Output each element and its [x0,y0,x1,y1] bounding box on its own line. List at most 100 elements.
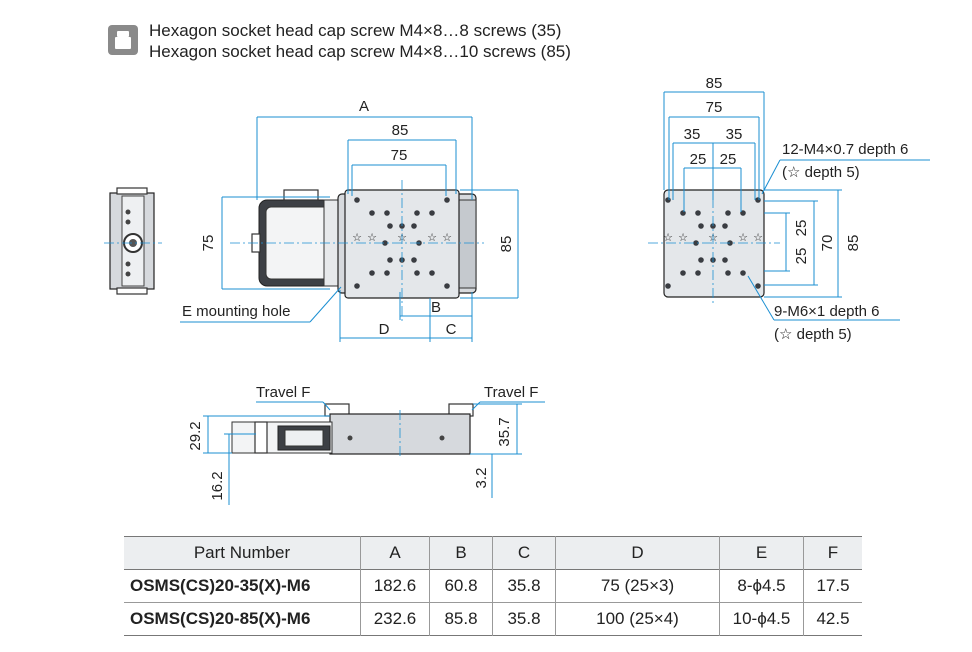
star-mark-icon: ☆ [678,232,688,244]
rv-dim-v70: 70 [819,235,836,252]
dim-29-2: 29.2 [187,421,204,450]
travel-left-label: Travel F [256,384,310,401]
dim-75-top: 75 [391,147,408,164]
tapped-hole [680,270,686,276]
star-mark-icon: ☆ [367,232,377,244]
tapped-hole [429,270,435,276]
right-view: ☆☆☆☆☆ 85 75 35 35 25 25 25 25 70 [648,75,930,343]
header-part-number: Part Number [193,543,291,562]
tapped-hole [695,270,701,276]
dim-75-left: 75 [200,235,217,252]
dim-16-2: 16.2 [209,471,226,500]
rv-dim-35a: 35 [684,126,701,143]
cell-e: 8-ϕ4.5 [719,569,804,603]
tapped-hole [698,257,704,263]
rv-dim-25a: 25 [690,151,707,168]
tapped-hole [414,270,420,276]
tapped-hole [693,240,699,246]
cell-e: 10-ϕ4.5 [719,602,804,636]
star-mark-icon: ☆ [442,232,452,244]
tapped-hole [382,240,388,246]
tapped-hole [725,210,731,216]
header-a: A [360,536,430,570]
tapped-hole [695,210,701,216]
tapped-hole [680,210,686,216]
tapped-hole [755,283,761,289]
tapped-hole [740,210,746,216]
cell-d: 100 (25×4) [555,602,720,636]
star-mark-icon: ☆ [753,232,763,244]
dim-c: C [446,321,457,338]
part-number-cell: OSMS(CS)20-35(X)-M6 [130,576,311,595]
star-mark-icon: ☆ [427,232,437,244]
tapped-hole [384,210,390,216]
cell-d: 75 (25×3) [555,569,720,603]
tapped-hole [444,197,450,203]
table-header-row: Part Number A B C D E F [124,536,862,570]
header-b: B [429,536,493,570]
cell-a: 182.6 [360,569,430,603]
table-row: OSMS(CS)20-85(X)-M6 232.6 85.8 35.8 100 … [124,602,862,636]
cell-c: 35.8 [492,569,556,603]
cell-f: 42.5 [803,602,862,636]
note-line-2: Hexagon socket head cap screw M4×8…10 sc… [149,42,571,61]
star-mark-icon: ☆ [352,232,362,244]
cell-b: 85.8 [429,602,493,636]
tapped-hole [755,197,761,203]
dim-3-2: 3.2 [473,468,490,489]
cell-b: 60.8 [429,569,493,603]
mounting-hole-label: E mounting hole [182,303,290,320]
tapped-hole [740,270,746,276]
note-line-1: Hexagon socket head cap screw M4×8…8 scr… [149,21,562,40]
tapped-hole [722,257,728,263]
side-view: Travel F Travel F 29.2 16.2 35.7 3.2 [187,384,545,505]
technical-drawing: ☆ ☆ ☆ ☆ ☆ A 85 75 75 85 B D C [104,75,930,505]
tapped-hole [665,197,671,203]
header-c: C [492,536,556,570]
dim-85-right: 85 [498,236,515,253]
top-view: ☆☆☆☆☆ A 85 75 75 85 B D C [180,98,519,342]
tap-m6-label: 9-M6×1 depth 6 [774,303,880,320]
header-d: D [555,536,720,570]
star-mark-icon: ☆ [663,232,673,244]
dim-b: B [431,299,441,316]
dim-a: A [359,98,369,115]
star-mark-icon: ☆ [738,232,748,244]
tapped-hole [665,283,671,289]
tapped-hole [414,210,420,216]
cell-a: 232.6 [360,602,430,636]
tapped-hole [384,270,390,276]
rv-dim-v85: 85 [845,235,862,252]
cell-f: 17.5 [803,569,862,603]
header-f: F [803,536,862,570]
dim-35-7: 35.7 [496,417,513,446]
tapped-hole [354,197,360,203]
rv-dim-v25a: 25 [793,220,810,237]
tapped-hole [722,223,728,229]
rv-dim-85: 85 [706,75,723,92]
tapped-hole [387,257,393,263]
tapped-hole [411,257,417,263]
tapped-hole [698,223,704,229]
spec-table: Part Number A B C D E F OSMS(CS)20-35(X)… [124,536,862,636]
dim-d: D [379,321,390,338]
rv-dim-25b: 25 [720,151,737,168]
tapped-hole [725,270,731,276]
header-e: E [719,536,804,570]
part-number-cell: OSMS(CS)20-85(X)-M6 [130,609,311,628]
rv-dim-v25b: 25 [793,248,810,265]
tap-m4-label: 12-M4×0.7 depth 6 [782,141,908,158]
cell-c: 35.8 [492,602,556,636]
tapped-hole [444,283,450,289]
tapped-hole [387,223,393,229]
tapped-hole [354,283,360,289]
rv-dim-35b: 35 [726,126,743,143]
tapped-hole [369,270,375,276]
rv-dim-75: 75 [706,99,723,116]
table-row: OSMS(CS)20-35(X)-M6 182.6 60.8 35.8 75 (… [124,569,862,603]
screw-icon [108,25,138,55]
tap-m4-depth: (☆ depth 5) [782,164,860,181]
tap-m6-depth: (☆ depth 5) [774,326,852,343]
travel-right-label: Travel F [484,384,538,401]
tapped-hole [411,223,417,229]
